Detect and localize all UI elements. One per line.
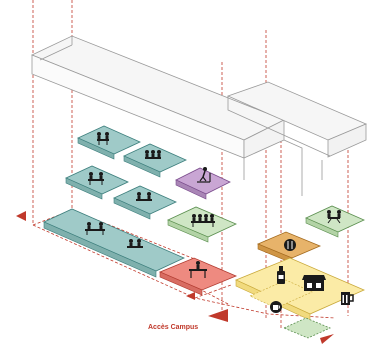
slab-long-workstation — [43, 208, 185, 278]
building-roof-outline — [31, 35, 368, 196]
fitness-treadmill-icon — [197, 167, 211, 183]
beer-mug-icon — [341, 292, 354, 305]
slab-meeting-second — [123, 143, 187, 178]
desk-workers-icon — [127, 239, 143, 248]
group-meeting-icon — [191, 214, 215, 227]
cutlery-icon — [284, 239, 296, 251]
wine-bottle-icon — [277, 266, 285, 284]
access-arrows — [16, 211, 334, 344]
slab-green-small — [282, 317, 332, 339]
slab-reception — [158, 257, 238, 296]
slab-workstation-middle — [113, 185, 177, 220]
arrow-right-marker — [320, 334, 334, 344]
desk-workers-icon — [85, 222, 105, 235]
slab-workstation-left — [65, 165, 129, 200]
meeting-table-icon — [97, 132, 109, 145]
reception-desk-icon — [189, 261, 207, 278]
slab-meeting-top — [77, 125, 141, 160]
desk-workers-icon — [88, 172, 104, 185]
market-stall-icon — [302, 275, 326, 291]
slab-meeting-right — [305, 205, 365, 238]
slab-fitness — [175, 167, 231, 200]
arrow-left-marker — [16, 211, 26, 221]
campus-access-label: Accès Campus — [148, 324, 199, 331]
slab-market — [234, 257, 365, 321]
coffee-cup-icon — [270, 301, 282, 313]
desk-workers-icon — [145, 150, 161, 159]
arrow-small-marker — [186, 292, 195, 300]
arrow-mid-marker — [208, 309, 228, 322]
meeting-table-icon — [327, 210, 341, 224]
slab-restaurant — [256, 231, 322, 264]
desk-workers-icon — [136, 192, 152, 201]
slab-group-meeting — [167, 206, 237, 243]
